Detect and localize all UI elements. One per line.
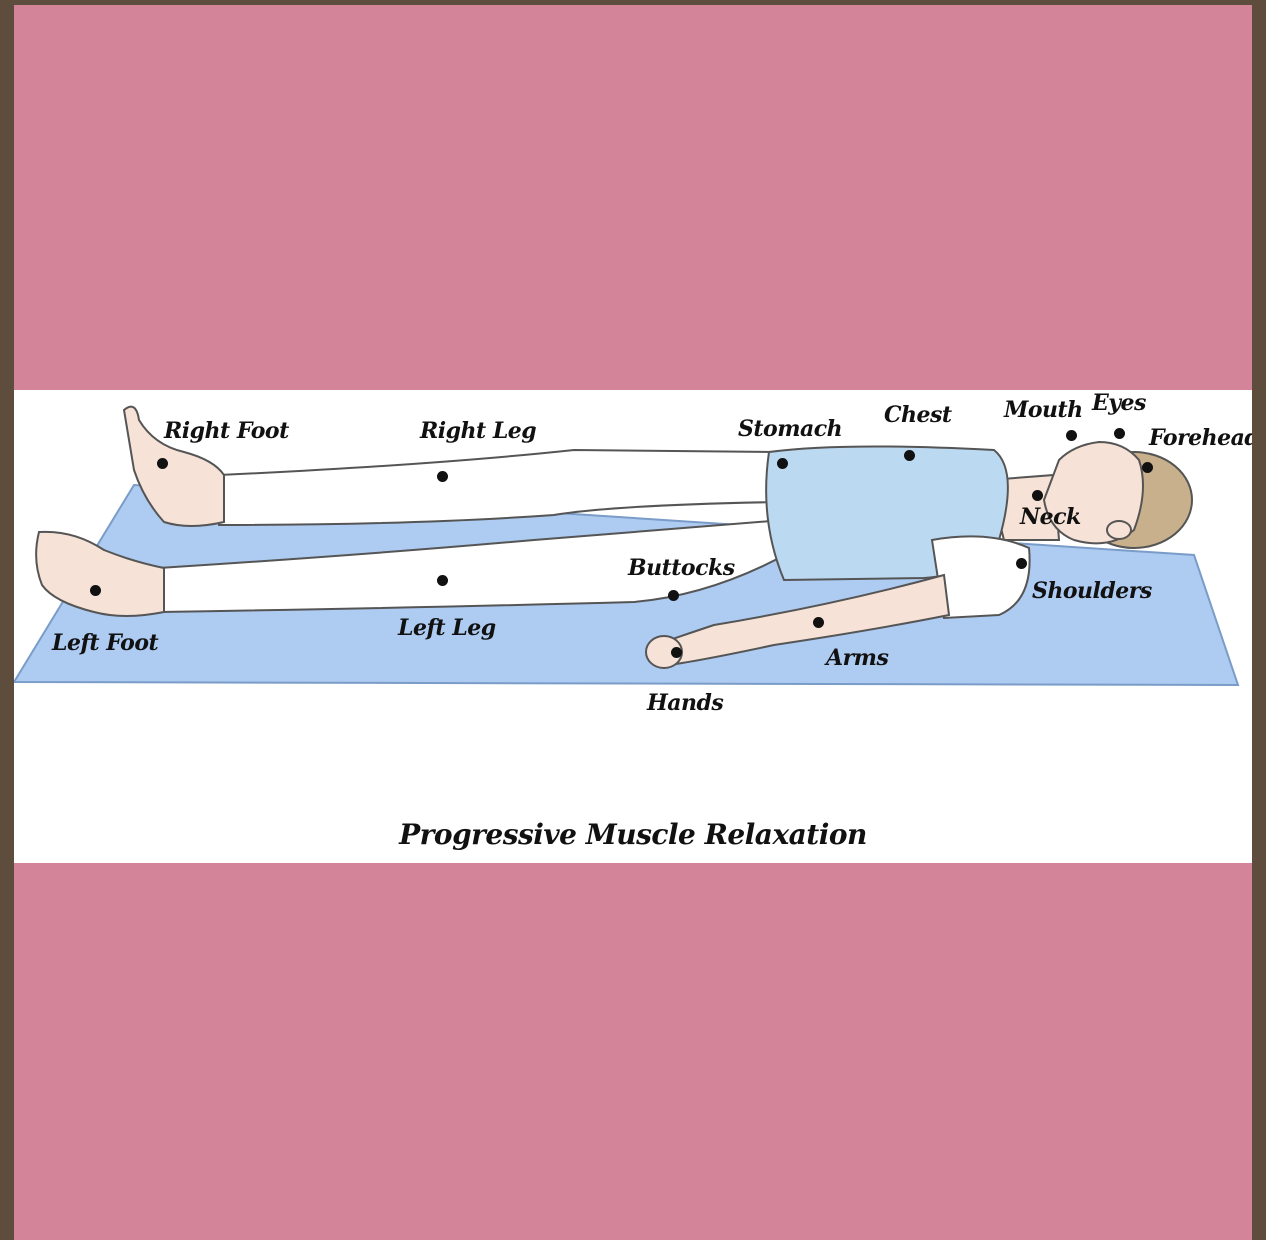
label-forehead: Forehead — [1149, 425, 1252, 451]
label-right-leg: Right Leg — [420, 418, 536, 444]
label-right-foot: Right Foot — [164, 418, 289, 444]
marker-neck — [1032, 490, 1043, 501]
figure-illustration — [14, 390, 1252, 863]
diagram-title: Progressive Muscle Relaxation — [14, 818, 1252, 851]
label-stomach: Stomach — [738, 416, 842, 442]
label-left-leg: Left Leg — [398, 615, 496, 641]
label-arms: Arms — [826, 645, 888, 671]
marker-forehead — [1142, 462, 1153, 473]
marker-chest — [904, 450, 915, 461]
label-hands: Hands — [647, 690, 723, 716]
marker-hands — [671, 647, 682, 658]
marker-left-leg — [437, 575, 448, 586]
label-chest: Chest — [884, 402, 952, 428]
marker-mouth — [1066, 430, 1077, 441]
right-leg-shape — [219, 450, 779, 525]
marker-buttocks — [668, 590, 679, 601]
label-left-foot: Left Foot — [52, 630, 158, 656]
marker-left-foot — [90, 585, 101, 596]
label-buttocks: Buttocks — [628, 555, 735, 581]
marker-right-leg — [437, 471, 448, 482]
label-eyes: Eyes — [1092, 390, 1146, 416]
label-shoulders: Shoulders — [1032, 578, 1152, 604]
marker-stomach — [777, 458, 788, 469]
label-neck: Neck — [1020, 504, 1081, 530]
diagram-panel: Right Foot Right Leg Stomach Chest Mouth… — [14, 390, 1252, 863]
marker-eyes — [1114, 428, 1125, 439]
marker-arms — [813, 617, 824, 628]
marker-shoulders — [1016, 558, 1027, 569]
label-mouth: Mouth — [1004, 397, 1083, 423]
marker-right-foot — [157, 458, 168, 469]
ear — [1107, 521, 1131, 539]
